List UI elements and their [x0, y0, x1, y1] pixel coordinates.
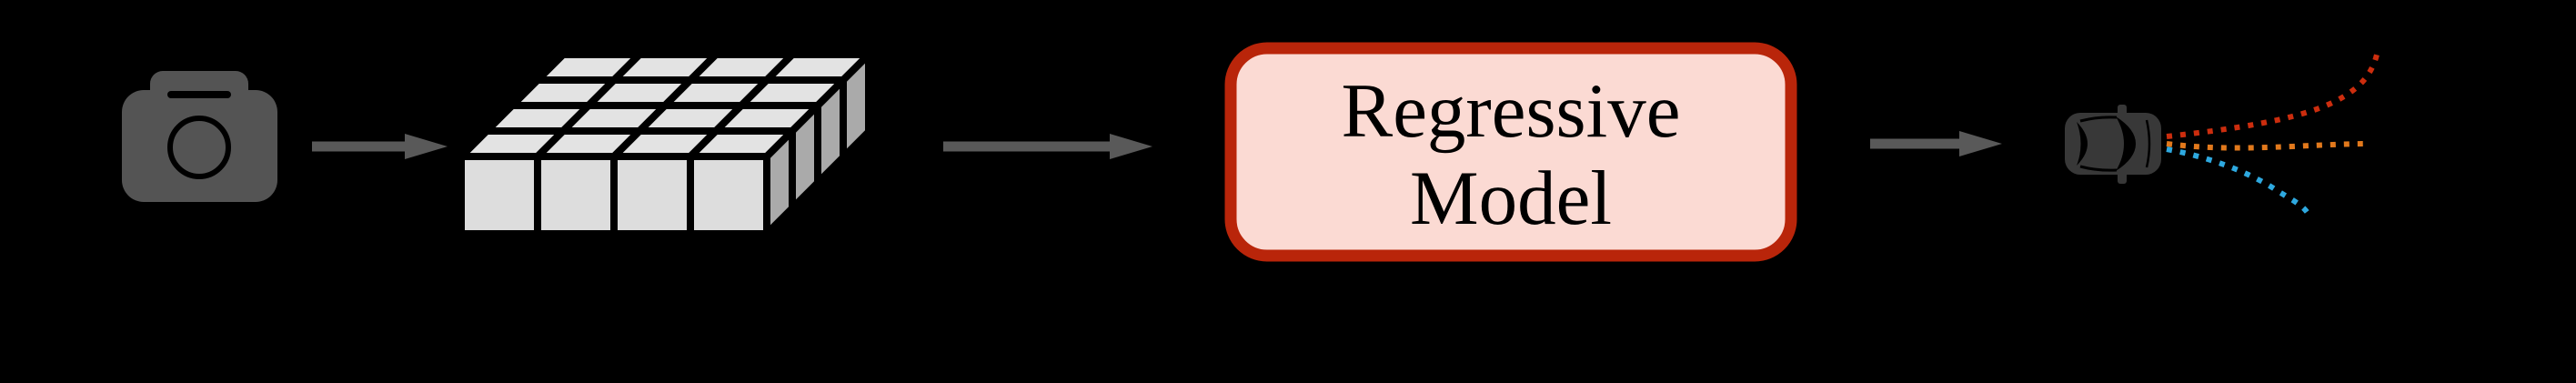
up-curving-trajectory: [2166, 54, 2380, 139]
model-label-line-2: Model: [1410, 156, 1612, 241]
cube-front-face: [458, 153, 541, 237]
down-curving-trajectory: [2166, 146, 2310, 215]
camera-body: [122, 90, 277, 202]
arrow-head: [1110, 134, 1152, 159]
arrow-right-icon-3: [1870, 131, 2002, 156]
car-cabin-edge-bottom: [2079, 165, 2118, 172]
car-windshield: [2116, 116, 2136, 171]
arrow-head: [1959, 131, 2002, 156]
feature-grid-3d: [452, 45, 878, 243]
camera-lens-icon: [167, 116, 231, 179]
cube-front-face: [610, 153, 694, 237]
cube-front-face: [687, 153, 770, 237]
car-body: [2065, 113, 2161, 175]
straight-trajectory: [2166, 141, 2370, 151]
regressive-model-box: Regressive Model: [1224, 42, 1797, 262]
model-label-line-1: Regressive: [1342, 68, 1681, 154]
car-icon: [2065, 105, 2161, 184]
arrow-head: [405, 134, 448, 159]
arrow-right-icon-1: [312, 134, 448, 159]
camera-slit: [167, 91, 231, 98]
camera-icon: [122, 71, 277, 202]
cube-front-face: [534, 153, 618, 237]
car-hood-line: [2145, 119, 2151, 168]
model-box-background: [1224, 42, 1797, 262]
arrow-right-icon-2: [943, 134, 1152, 159]
trajectory-group: [2166, 54, 2380, 215]
car-cabin-edge-top: [2079, 116, 2118, 123]
car-rear-window: [2077, 122, 2088, 166]
